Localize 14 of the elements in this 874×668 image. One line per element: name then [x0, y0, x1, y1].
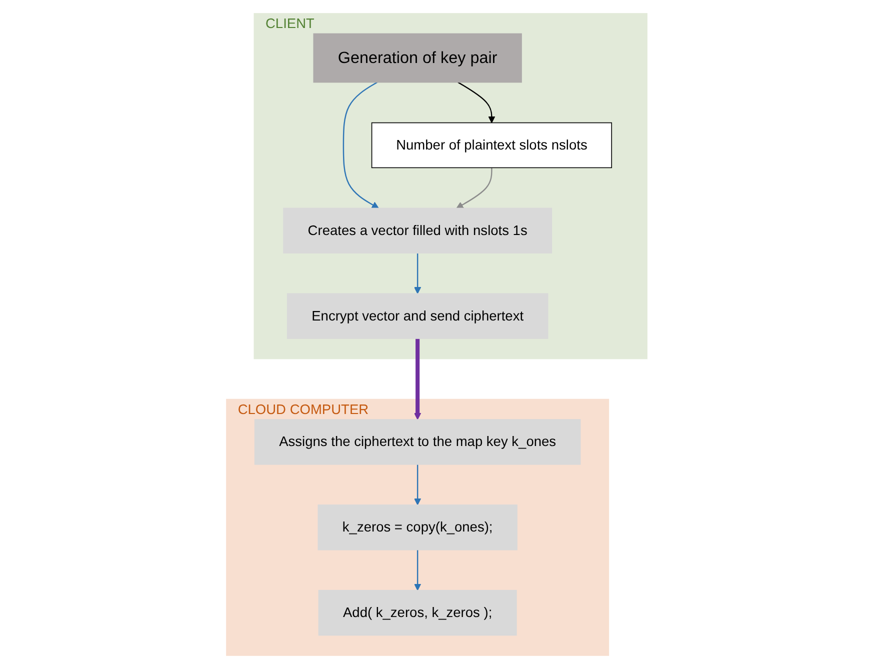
node-box: Add( k_zeros, k_zeros ); — [318, 589, 518, 636]
arrow — [458, 81, 496, 123]
node-box: Number of plaintext slots nslots — [372, 122, 612, 168]
arrow — [414, 338, 422, 420]
node-box: Assigns the ciphertext to the map key k_ones — [254, 418, 581, 464]
arrow — [456, 167, 493, 208]
node-box: Generation of key pair — [313, 32, 522, 82]
arrow — [414, 549, 422, 590]
node-box: Encrypt vector and send ciphertext — [287, 292, 548, 338]
arrow — [414, 252, 422, 294]
arrow — [343, 81, 380, 208]
arrow — [414, 464, 422, 505]
node-box: k_zeros = copy(k_ones); — [318, 504, 518, 550]
node-box: Creates a vector filled with nslots 1s — [283, 207, 552, 254]
